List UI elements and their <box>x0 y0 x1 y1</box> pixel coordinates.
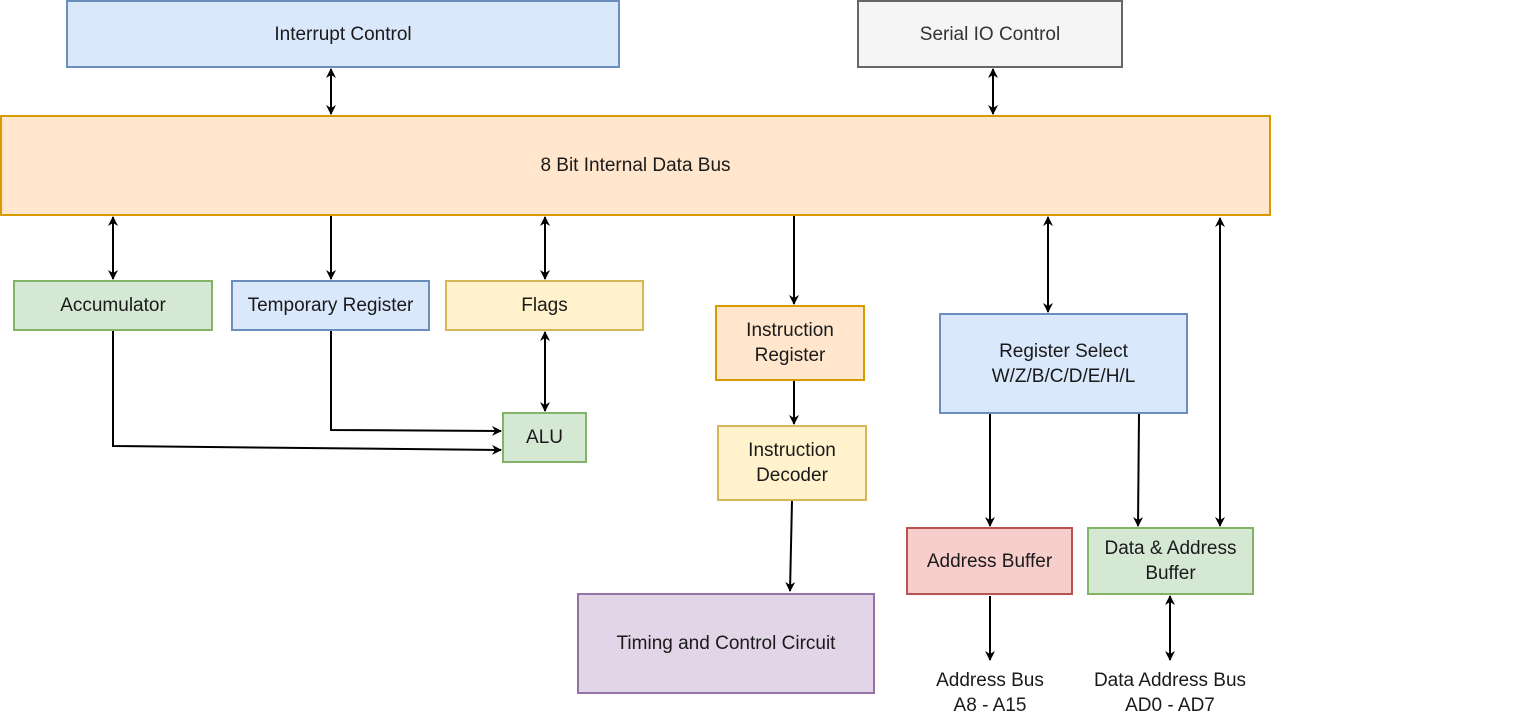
address-buffer-block: Address Buffer <box>906 527 1073 595</box>
serial-io-control-label: Serial IO Control <box>919 23 1061 45</box>
address-buffer-label: Address Buffer <box>926 550 1053 572</box>
decoder-timing-link <box>785 500 796 592</box>
temporary-register-label: Temporary Register <box>247 295 414 316</box>
accumulator-block: Accumulator <box>13 280 213 331</box>
instruction-decoder-block: Instruction Decoder <box>717 425 867 501</box>
timing-control-block: Timing and Control Circuit <box>577 593 875 694</box>
flags-block: Flags <box>445 280 644 331</box>
alu-block: ALU <box>502 412 587 463</box>
data-address-buffer-block: Data & Address Buffer <box>1087 527 1254 595</box>
internal-data-bus-block: 8 Bit Internal Data Bus <box>0 115 1271 216</box>
interrupt-control-label: Interrupt Control <box>274 23 412 45</box>
instruction-register-block: Instruction Register <box>715 305 865 381</box>
accumulator-alu-link <box>112 331 502 455</box>
register-select-label: Register Select W/Z/B/C/D/E/H/L <box>991 340 1136 387</box>
register-select-block: Register Select W/Z/B/C/D/E/H/L <box>939 313 1188 414</box>
interrupt-control-block: Interrupt Control <box>66 0 620 68</box>
flags-label: Flags <box>521 295 568 316</box>
alu-label: ALU <box>526 427 563 448</box>
temporary-register-block: Temporary Register <box>231 280 430 331</box>
serial-io-control-block: Serial IO Control <box>857 0 1123 68</box>
instruction-decoder-label: Instruction Decoder <box>748 440 836 486</box>
internal-data-bus-label: 8 Bit Internal Data Bus <box>540 155 731 176</box>
temp-register-alu-link <box>330 331 502 436</box>
data-address-buffer-label: Data & Address Buffer <box>1104 538 1237 584</box>
timing-control-label: Timing and Control Circuit <box>616 633 836 654</box>
instruction-register-label: Instruction Register <box>746 320 834 366</box>
address-bus-label: Address Bus A8 - A15 <box>936 670 1044 716</box>
data-address-bus-label: Data Address Bus AD0 - AD7 <box>1093 670 1247 716</box>
register-select-data-buffer-link <box>1133 413 1144 527</box>
accumulator-label: Accumulator <box>60 295 166 316</box>
